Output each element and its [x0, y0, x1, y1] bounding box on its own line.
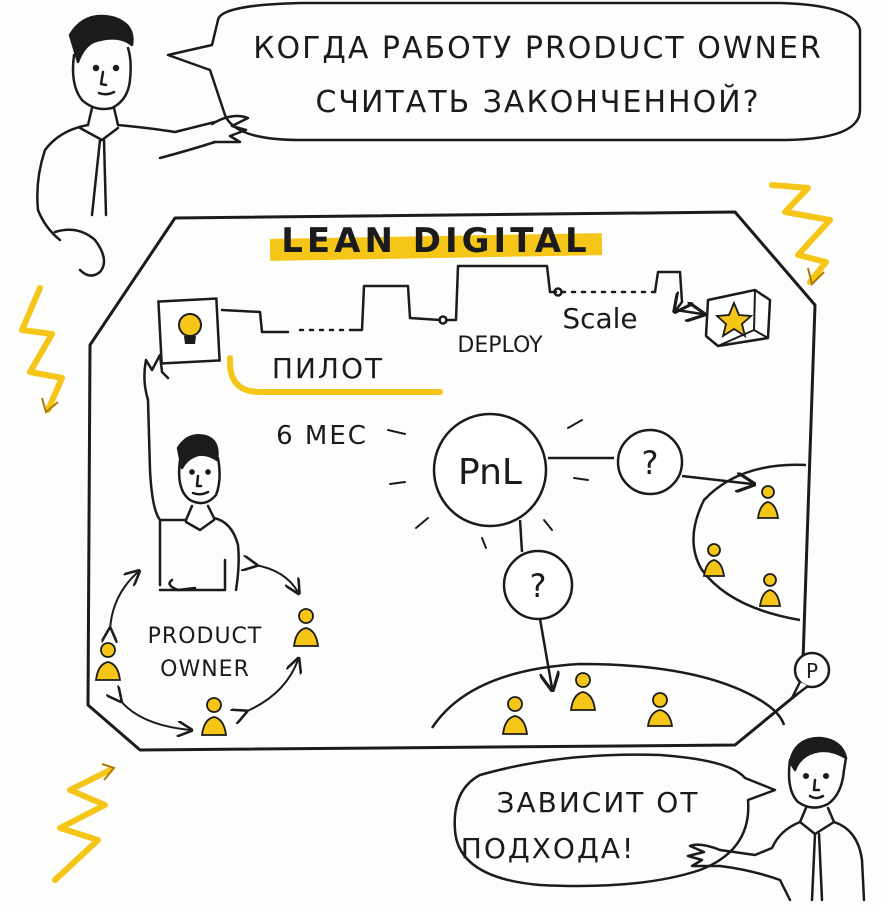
team-member-icons: [94, 608, 320, 736]
questioner-figure: [36, 14, 250, 277]
question-mark-right: ?: [642, 444, 659, 482]
person-icon: [569, 672, 597, 711]
pilot-label: ПИЛОТ: [272, 352, 384, 385]
person-icon: [501, 696, 529, 735]
person-icon: [758, 573, 782, 607]
pnl-rays: [387, 419, 589, 549]
lightning-bolt-icon-top-right: [769, 182, 833, 285]
pnl-node: PnL: [432, 412, 548, 528]
question-line-1: КОГДА РАБОТУ PRODUCT OWNER: [253, 31, 823, 66]
idea-lightbulb-icon: [157, 297, 221, 365]
person-icon: [646, 692, 674, 727]
lightning-bolt-icon-bottom-left: [52, 767, 113, 883]
lightning-bolt-icon-left: [19, 285, 65, 413]
pnl-label: PnL: [458, 452, 522, 493]
product-owner-figure: [143, 353, 240, 592]
product-owner-line-2: OWNER: [160, 657, 250, 682]
question-node-bottom: ?: [502, 549, 574, 621]
answerer-figure: [686, 736, 866, 902]
question-node-right: ?: [616, 428, 684, 496]
relationship-arrows: [110, 565, 298, 730]
person-icon: [292, 608, 320, 647]
star-box-icon: [704, 288, 772, 348]
frame-title: LEAN DIGITAL: [281, 221, 590, 261]
customer-icons-bottom: [501, 672, 674, 735]
answer-line-1: ЗАВИСИТ ОТ: [497, 786, 700, 819]
person-icon: [94, 642, 122, 681]
question-line-2: СЧИТАТЬ ЗАКОНЧЕННОЙ?: [315, 84, 760, 120]
duration-label: 6 МЕС: [276, 421, 368, 451]
scale-label: Scale: [562, 302, 637, 335]
deploy-label: DEPLOY: [457, 333, 543, 358]
question-bubble: [166, 1, 862, 142]
market-segment-right: [692, 463, 807, 622]
timeline: [220, 264, 702, 334]
lean-digital-frame: [86, 210, 817, 752]
p-badge-label: P: [806, 659, 818, 683]
answer-bubble: [453, 753, 777, 888]
person-icon: [756, 485, 780, 519]
p-badge: P: [790, 651, 831, 700]
market-segment-bottom: [430, 662, 786, 729]
answer-line-2: ПОДХОДА!: [461, 832, 635, 865]
person-icon: [702, 543, 726, 577]
person-icon: [200, 697, 228, 736]
question-mark-bottom: ?: [530, 567, 547, 605]
customer-icons-right: [702, 485, 782, 607]
product-owner-line-1: PRODUCT: [148, 624, 263, 649]
